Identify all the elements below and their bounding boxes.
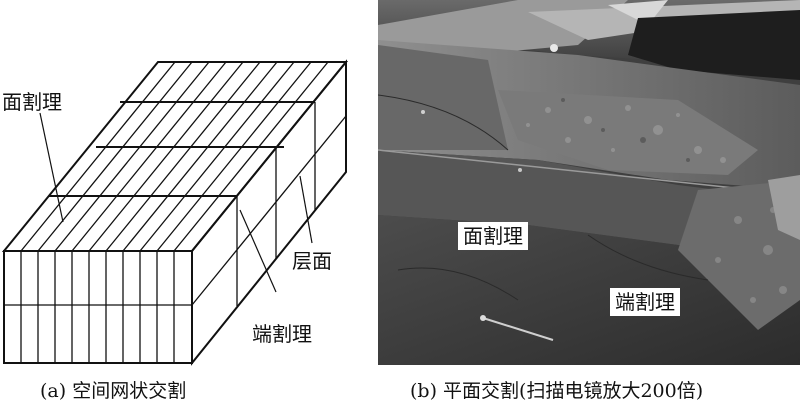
label-face-cleat-a: 面割理 <box>2 90 62 114</box>
sem-micrograph <box>378 0 800 365</box>
label-butt-cleat-b: 端割理 <box>610 288 680 316</box>
caption-panel-b: (b) 平面交割(扫描电镜放大200倍) <box>410 380 704 402</box>
panel-b-sem-image: 面割理 端割理 <box>378 0 800 365</box>
panel-a-schematic: 面割理 层面 端割理 <box>0 0 370 409</box>
label-face-cleat-b: 面割理 <box>458 222 528 250</box>
caption-panel-a: (a) 空间网状交割 <box>40 380 187 402</box>
label-bedding-plane: 层面 <box>292 249 332 273</box>
label-butt-cleat-a: 端割理 <box>252 322 312 346</box>
cleat-block-diagram <box>1 59 349 366</box>
